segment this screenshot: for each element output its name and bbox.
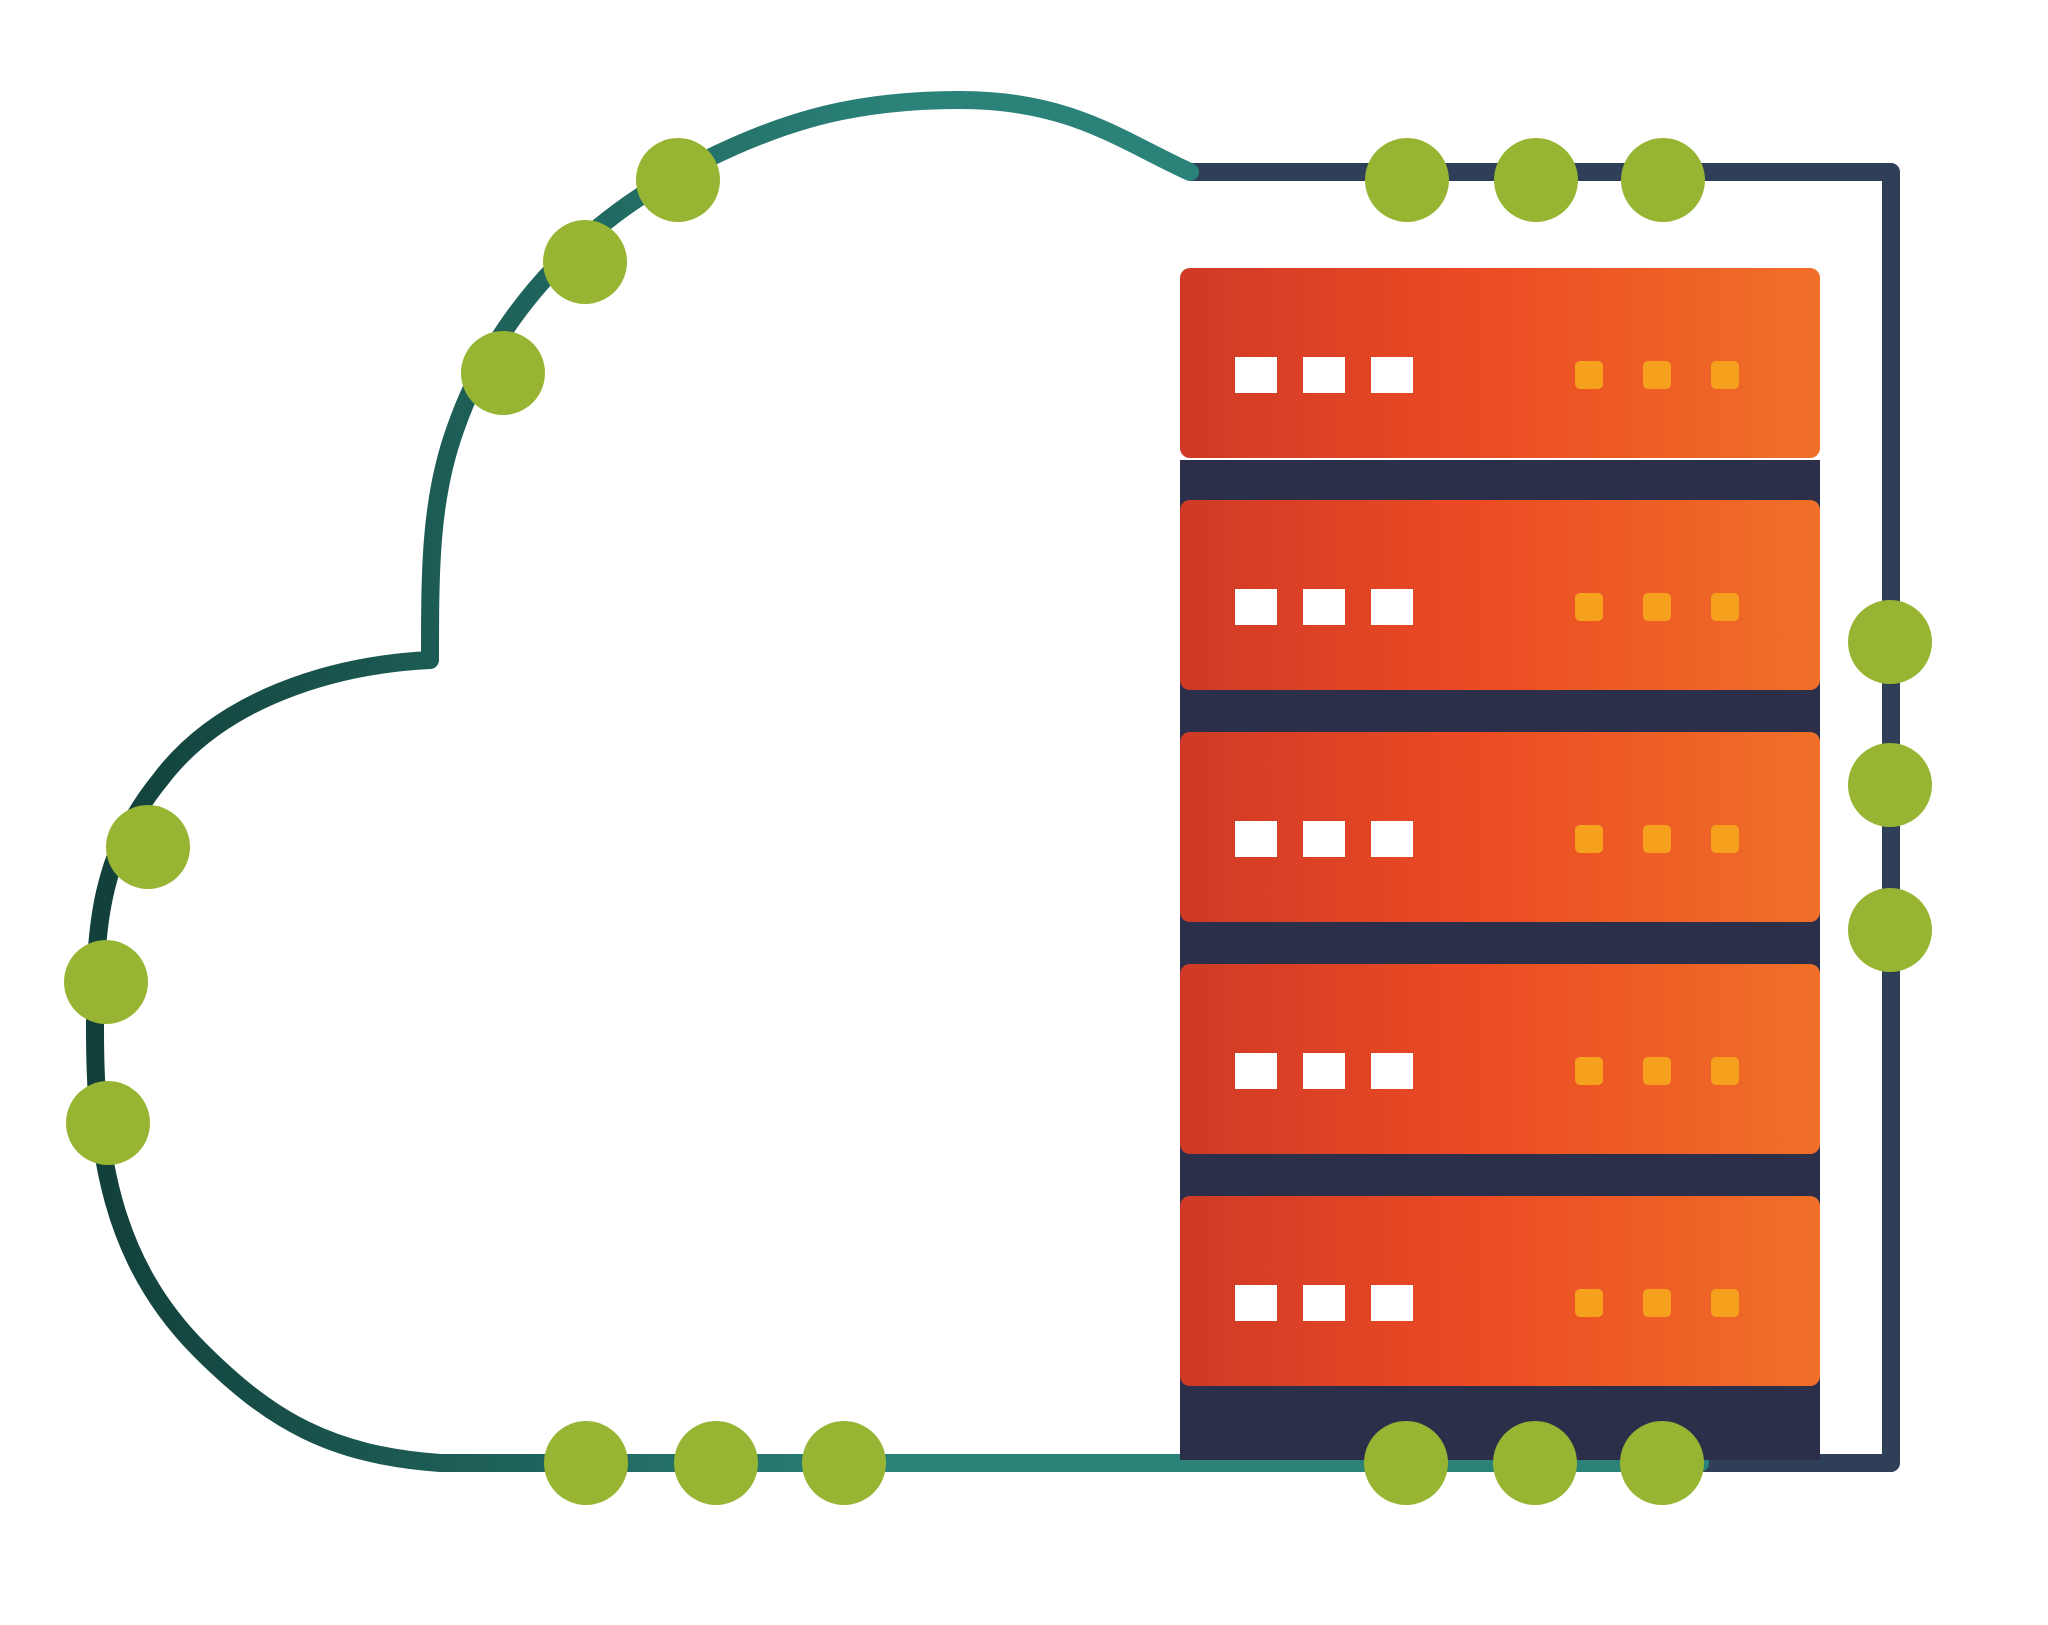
status-led-icon bbox=[1643, 825, 1671, 853]
status-led-icon bbox=[1643, 361, 1671, 389]
server-unit-body bbox=[1180, 732, 1820, 922]
drive-port-icon bbox=[1371, 821, 1413, 857]
status-led-icon bbox=[1643, 1289, 1671, 1317]
drive-port-icon bbox=[1371, 589, 1413, 625]
drive-port-icon bbox=[1303, 589, 1345, 625]
connection-node-icon bbox=[1848, 888, 1932, 972]
drive-port-icon bbox=[1371, 1053, 1413, 1089]
server-unit-body bbox=[1180, 268, 1820, 458]
status-led-icon bbox=[1711, 825, 1739, 853]
connection-node-icon bbox=[1621, 138, 1705, 222]
status-led-icon bbox=[1711, 593, 1739, 621]
drive-port-icon bbox=[1235, 1053, 1277, 1089]
server-unit-body bbox=[1180, 500, 1820, 690]
server-unit-body bbox=[1180, 964, 1820, 1154]
drive-port-icon bbox=[1371, 357, 1413, 393]
connection-node-icon bbox=[1365, 138, 1449, 222]
server-unit bbox=[1180, 268, 1820, 458]
status-led-icon bbox=[1575, 593, 1603, 621]
drive-port-icon bbox=[1235, 1285, 1277, 1321]
cloud-outline-icon bbox=[86, 91, 1709, 1472]
connection-node-icon bbox=[544, 1421, 628, 1505]
status-led-icon bbox=[1711, 361, 1739, 389]
drive-port-icon bbox=[1303, 821, 1345, 857]
connection-node-icon bbox=[674, 1421, 758, 1505]
drive-port-icon bbox=[1371, 1285, 1413, 1321]
status-led-icon bbox=[1575, 361, 1603, 389]
connection-node-icon bbox=[1364, 1421, 1448, 1505]
connection-node-icon bbox=[1848, 743, 1932, 827]
connection-node-icon bbox=[106, 805, 190, 889]
status-led-icon bbox=[1575, 1289, 1603, 1317]
server-rack-icon bbox=[1180, 268, 1820, 1460]
connection-node-icon bbox=[66, 1081, 150, 1165]
server-unit bbox=[1180, 732, 1820, 922]
connection-node-icon bbox=[543, 220, 627, 304]
status-led-icon bbox=[1711, 1057, 1739, 1085]
status-led-icon bbox=[1643, 1057, 1671, 1085]
connection-node-icon bbox=[1494, 138, 1578, 222]
drive-port-icon bbox=[1303, 1285, 1345, 1321]
drive-port-icon bbox=[1235, 589, 1277, 625]
drive-port-icon bbox=[1235, 357, 1277, 393]
status-led-icon bbox=[1575, 1057, 1603, 1085]
connection-node-icon bbox=[1848, 600, 1932, 684]
connection-node-icon bbox=[461, 331, 545, 415]
connection-node-icon bbox=[1620, 1421, 1704, 1505]
drive-port-icon bbox=[1235, 821, 1277, 857]
drive-port-icon bbox=[1303, 357, 1345, 393]
connection-node-icon bbox=[802, 1421, 886, 1505]
status-led-icon bbox=[1643, 593, 1671, 621]
connection-node-icon bbox=[1493, 1421, 1577, 1505]
status-led-icon bbox=[1711, 1289, 1739, 1317]
server-unit bbox=[1180, 964, 1820, 1154]
drive-port-icon bbox=[1303, 1053, 1345, 1089]
server-unit-body bbox=[1180, 1196, 1820, 1386]
connection-node-icon bbox=[64, 940, 148, 1024]
server-unit bbox=[1180, 500, 1820, 690]
server-unit bbox=[1180, 1196, 1820, 1386]
connection-nodes bbox=[64, 138, 1932, 1505]
status-led-icon bbox=[1575, 825, 1603, 853]
connection-node-icon bbox=[636, 138, 720, 222]
